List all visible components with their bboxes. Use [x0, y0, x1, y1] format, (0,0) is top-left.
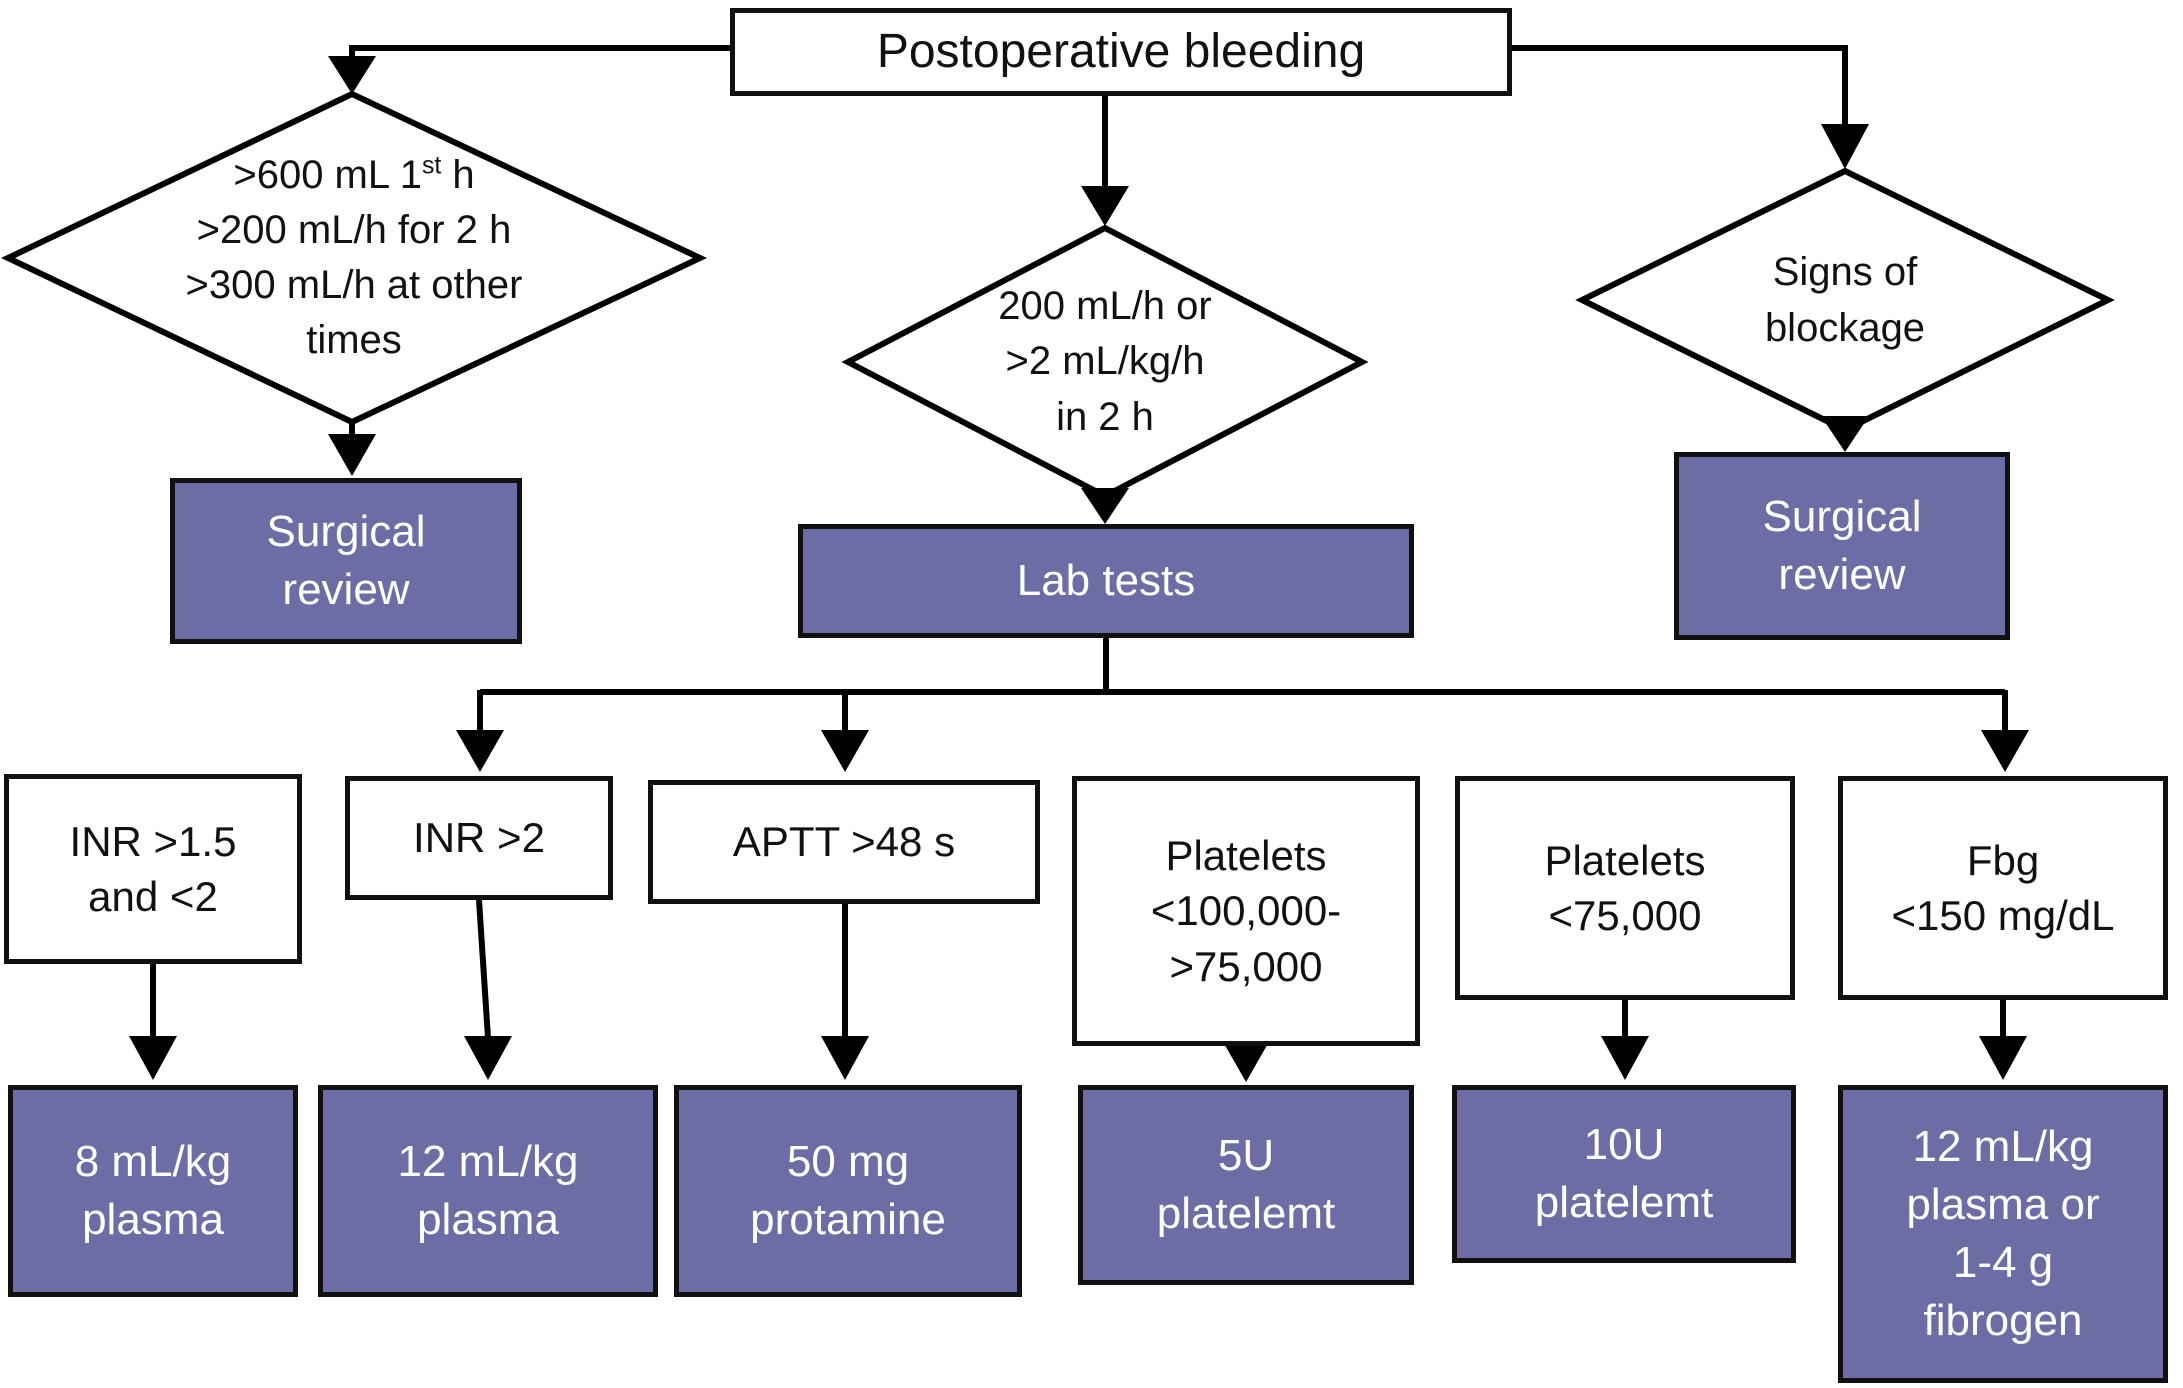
lab-result-inr-1-5-to-2: INR >1.5 and <2	[4, 774, 302, 964]
treatment-8ml-kg-plasma: 8 mL/kg plasma	[8, 1085, 298, 1297]
action-surgical-review-right: Surgical review	[1674, 452, 2010, 640]
treatment-10u-platelet: 10U platelemt	[1452, 1085, 1796, 1263]
decision-severe-line1: >600 mL 1st h	[233, 152, 475, 197]
start-node-label: Postoperative bleeding	[876, 25, 1366, 79]
lab-result-aptt-over-48s: APTT >48 s	[648, 780, 1040, 904]
decision-severe-line2: >200 mL/h for 2 h	[196, 207, 512, 252]
action-lab-tests: Lab tests	[798, 524, 1414, 638]
start-node-postoperative-bleeding: Postoperative bleeding	[730, 8, 1512, 96]
lab-result-platelets-100k-75k: Platelets <100,000- >75,000	[1072, 776, 1420, 1046]
decision-moderate-bleeding: 200 mL/h or >2 mL/kg/h in 2 h	[848, 228, 1362, 496]
treatment-12ml-kg-plasma-or-fibrinogen: 12 mL/kg plasma or 1-4 g fibrogen	[1838, 1085, 2168, 1383]
decision-moderate-line2: >2 mL/kg/h	[1005, 339, 1205, 384]
decision-severe-bleeding: >600 mL 1st h >200 mL/h for 2 h >300 mL/…	[8, 94, 700, 422]
decision-diamond-shapes	[1, 90, 2115, 500]
decision-severe-line4: times	[306, 318, 402, 363]
superscript-st: st	[422, 152, 442, 180]
treatment-12ml-kg-plasma: 12 mL/kg plasma	[318, 1085, 658, 1297]
lab-result-fbg-under-150: Fbg <150 mg/dL	[1838, 776, 2168, 1000]
lab-result-platelets-under-75k: Platelets <75,000	[1455, 776, 1795, 1000]
decision-signs-of-blockage: Signs of blockage	[1582, 171, 2108, 430]
decision-blockage-line1: Signs of	[1772, 250, 1918, 295]
action-surgical-review-left: Surgical review	[170, 478, 522, 644]
lab-result-inr-over-2: INR >2	[345, 776, 613, 900]
treatment-5u-platelet: 5U platelemt	[1078, 1085, 1414, 1285]
decision-blockage-line2: blockage	[1764, 305, 1926, 350]
treatment-50mg-protamine: 50 mg protamine	[674, 1085, 1022, 1297]
arrows	[129, 45, 2029, 1082]
decision-moderate-line3: in 2 h	[1056, 394, 1154, 439]
decision-severe-line3: >300 mL/h at other	[185, 263, 523, 307]
decision-moderate-line1: 200 mL/h or	[998, 284, 1212, 329]
